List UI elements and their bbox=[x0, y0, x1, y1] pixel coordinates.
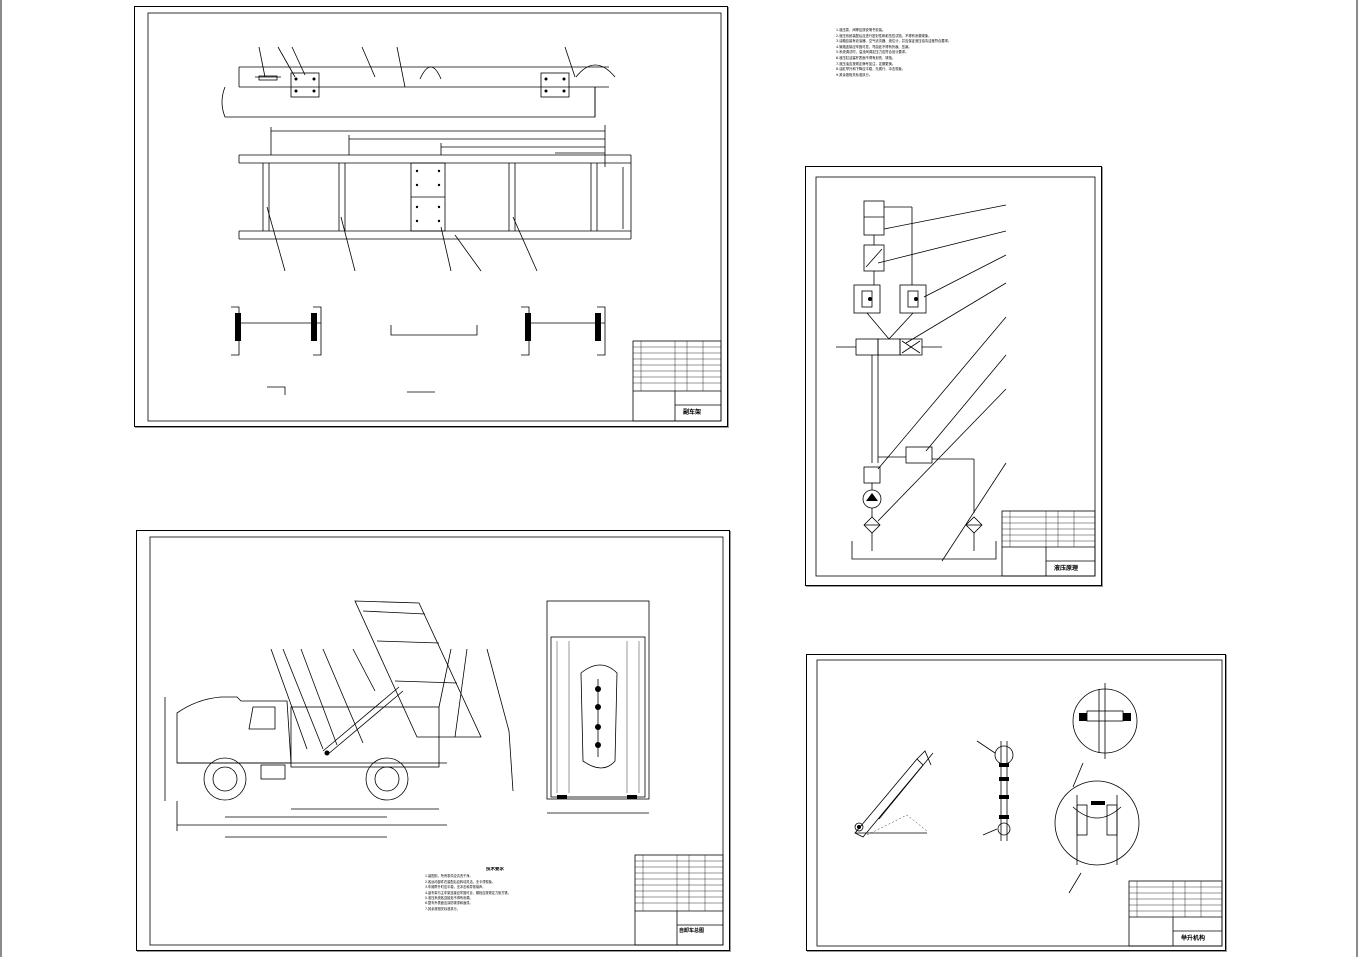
truck-note: 5.液压系统各连接处不得有渗漏。 bbox=[425, 896, 473, 901]
drawing-sheet-hydraulic[interactable]: 液压原理 bbox=[805, 166, 1102, 586]
truck-note: 1.装配前，所有零件应清洗干净。 bbox=[425, 874, 473, 879]
truck-assembly-title: 自卸车总图 bbox=[679, 928, 705, 934]
truck-note: 4.副车架与主车架连接应牢固可靠，螺栓应按规定力矩拧紧。 bbox=[425, 890, 511, 895]
hydraulic-note: 3.油箱应装有滤油器、空气滤清器、液位计，并应保证液压油清洁度符合要求。 bbox=[836, 39, 952, 44]
hydraulic-note: 5.系统调试时，溢流阀调定压力应符合设计要求。 bbox=[836, 50, 909, 55]
hydraulic-note: 7.液压油应按规定牌号加注，定期更换。 bbox=[836, 61, 896, 66]
hydraulic-schematic bbox=[815, 176, 1096, 577]
truck-note: 2.各运动部件在装配后应转动灵活，无卡滞现象。 bbox=[425, 879, 495, 884]
truck-note: 6.整车外表面应涂防锈漆和面漆。 bbox=[425, 901, 473, 906]
lift-mechanism-drawing bbox=[816, 659, 1223, 947]
subframe-title: 副车架 bbox=[683, 409, 702, 416]
drawing-sheet-truck-assembly[interactable]: 技术要求 1.装配前，所有零件应清洗干净。 2.各运动部件在装配后应转动灵活，无… bbox=[136, 530, 730, 951]
truck-assembly-drawing bbox=[149, 536, 724, 946]
hydraulic-technical-notes: 1.液压泵、阀等应按说明书安装。 2.液压系统装配后应进行密封性和耐压性试验，不… bbox=[836, 28, 986, 78]
canvas-right-edge bbox=[1356, 0, 1358, 957]
hydraulic-note: 4.管路连接应牢固可靠，弯曲处不得有折痕、压扁。 bbox=[836, 44, 912, 49]
truck-notes-heading: 技术要求 bbox=[486, 867, 504, 872]
truck-note: 3.车厢举升时应平稳，无冲击和异常噪声。 bbox=[425, 885, 486, 890]
truck-technical-notes: 技术要求 1.装配前，所有零件应清洗干净。 2.各运动部件在装配后应转动灵活，无… bbox=[425, 867, 565, 912]
drawing-sheet-lift-mechanism[interactable]: 举升机构 bbox=[806, 654, 1226, 951]
hydraulic-note: 2.液压系统装配后应进行密封性和耐压性试验，不得有渗漏现象。 bbox=[836, 33, 932, 38]
hydraulic-note: 6.液压缸活塞杆表面不得有划伤、锈蚀。 bbox=[836, 55, 896, 60]
truck-note: 7.其余按相关标准执行。 bbox=[425, 906, 460, 911]
drawing-sheet-subframe[interactable]: 副车架 bbox=[134, 6, 728, 427]
hydraulic-note: 8.油缸举升和下降应平稳，无爬行、冲击现象。 bbox=[836, 67, 906, 72]
canvas-left-edge bbox=[0, 0, 2, 957]
hydraulic-note: 9.其余按相关标准执行。 bbox=[836, 72, 873, 77]
hydraulic-title: 液压原理 bbox=[1054, 565, 1079, 572]
lift-mechanism-title: 举升机构 bbox=[1181, 935, 1206, 942]
subframe-drawing bbox=[147, 12, 722, 422]
hydraulic-note: 1.液压泵、阀等应按说明书安装。 bbox=[836, 28, 886, 32]
